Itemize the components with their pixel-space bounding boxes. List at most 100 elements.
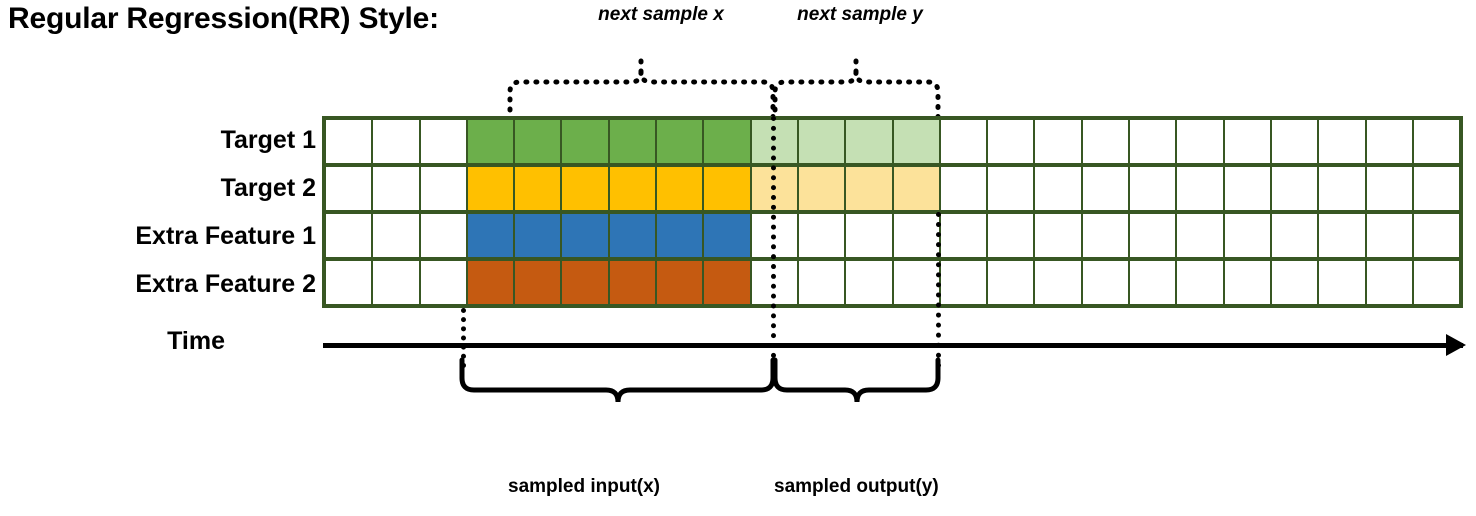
grid-cell [515,167,561,210]
guide-input-end [771,116,776,368]
grid-cell [1035,261,1081,304]
grid-cell [1035,167,1081,210]
row-label-target-2: Target 2 [220,174,316,202]
grid-cell [657,167,703,210]
sampled-input-line-1: sampled input(x) [508,476,661,497]
grid-cell [704,214,750,257]
grid-cell [1271,120,1318,163]
grid-cell [940,167,987,210]
grid-cell [562,261,608,304]
grid-cell [1319,261,1365,304]
grid-row-target-1 [326,120,1460,163]
grid-cell [609,214,656,257]
grid-cell [562,167,608,210]
grid-cell [562,214,608,257]
grid-cell [326,214,372,257]
grid-cell [1082,214,1129,257]
brace-sampled-input [459,357,776,403]
grid-cell [609,261,656,304]
grid-cell [940,120,987,163]
grid-cell [1224,167,1270,210]
grid-cell [846,120,892,163]
next-sample-x-label: next sample x [598,4,724,25]
grid-cell [1130,214,1176,257]
grid-cell [515,261,561,304]
grid-cell [1271,167,1318,210]
grid-cell [846,214,892,257]
grid-cell [1224,120,1270,163]
grid-cell [1082,120,1129,163]
grid-cell [1224,214,1270,257]
grid-cell [1035,120,1081,163]
time-axis-arrow-icon [1446,334,1466,356]
time-axis-label: Time [167,327,225,355]
grid-cell [1366,214,1412,257]
grid-cell [1413,120,1460,163]
page-title: Regular Regression(RR) Style: [8,2,439,35]
grid-cell [940,261,987,304]
row-label-target-1: Target 1 [220,126,316,154]
row-label-extra-feature-2: Extra Feature 2 [135,270,316,298]
grid-cell [988,261,1034,304]
grid-cell [1271,261,1318,304]
next-sample-y-label: next sample y [797,4,923,25]
grid-cell [1413,214,1460,257]
grid-cell [1177,261,1223,304]
grid-cell [657,214,703,257]
grid-cell [467,120,514,163]
grid-cell [515,120,561,163]
grid-row-target-2 [326,167,1460,210]
grid-cell [1319,214,1365,257]
grid-cell [1224,261,1270,304]
grid-cell [988,120,1034,163]
grid-cell [846,261,892,304]
brace-sampled-output [772,357,941,403]
grid-cell [1082,167,1129,210]
grid-cell [1177,120,1223,163]
grid-cell [893,214,939,257]
grid-cell [420,167,466,210]
grid-cell [373,214,419,257]
brace-next-sample-x [507,71,776,123]
sampled-input-annotation: sampled input(x) lookback=6 input_featur… [508,424,701,516]
grid-cell [1130,167,1176,210]
grid-cell [1130,261,1176,304]
grid-cell [704,167,750,210]
grid-cell [1177,214,1223,257]
grid-cell [1366,167,1412,210]
grid-cell [326,120,372,163]
grid-cell [1366,120,1412,163]
grid-cell [893,261,939,304]
grid-cell [798,261,845,304]
time-axis-line [323,343,1463,348]
grid-cell [420,261,466,304]
grid-cell [373,120,419,163]
grid-cell [467,261,514,304]
grid-cell [893,167,939,210]
grid-cell [798,120,845,163]
row-label-extra-feature-1: Extra Feature 1 [135,222,316,250]
grid-cell [988,167,1034,210]
grid-cell [420,214,466,257]
guide-output-end [936,212,941,368]
grid-cell [704,261,750,304]
grid-cell [1082,261,1129,304]
guide-input-start [461,308,466,368]
grid-cell [657,120,703,163]
grid-cell [467,167,514,210]
timeline-grid [322,116,1463,308]
grid-cell [798,167,845,210]
grid-cell [1413,261,1460,304]
grid-cell [515,214,561,257]
brace-next-sample-y [772,71,941,123]
grid-cell [467,214,514,257]
grid-cell [1035,214,1081,257]
grid-cell [420,120,466,163]
grid-cell [1271,214,1318,257]
grid-cell [846,167,892,210]
grid-cell [373,261,419,304]
grid-cell [1319,120,1365,163]
bottom-brace-group [459,357,941,403]
top-brace-group [507,57,941,123]
